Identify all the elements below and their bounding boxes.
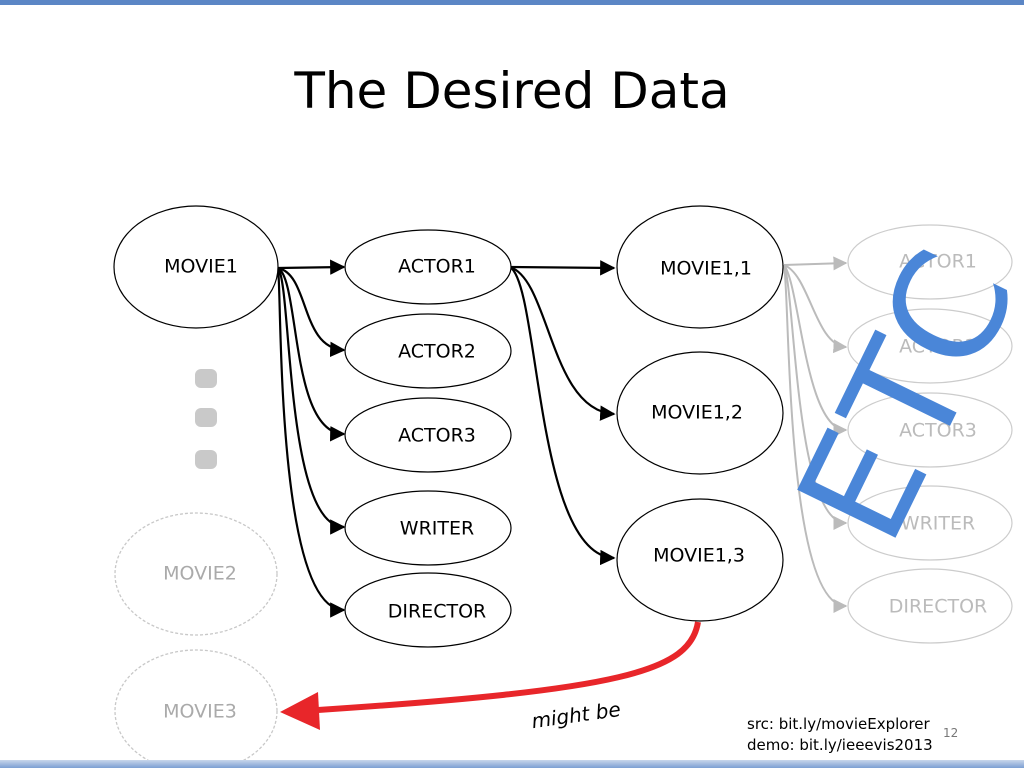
movie1-label: MOVIE1 bbox=[164, 256, 238, 278]
edge-actor1-to-movie1-3 bbox=[509, 266, 616, 566]
slide-number: 12 bbox=[943, 726, 959, 740]
movie1-edges bbox=[276, 259, 616, 618]
movie1-3-node bbox=[616, 498, 784, 622]
slide-title: The Desired Data bbox=[294, 62, 730, 120]
actor2-node bbox=[344, 313, 512, 389]
might-be-arrow bbox=[317, 621, 701, 713]
ellipsis-dot bbox=[195, 408, 217, 427]
movie2-node bbox=[114, 512, 278, 636]
faded-actor2-node bbox=[847, 308, 1013, 384]
faded-director-label: DIRECTOR bbox=[889, 596, 987, 618]
director-label: DIRECTOR bbox=[388, 601, 486, 623]
edge-movie1-to-actor1 bbox=[277, 259, 346, 275]
faded-actor3-node bbox=[847, 392, 1013, 468]
actor1-node bbox=[344, 229, 512, 305]
faded-writer-label: WRITER bbox=[901, 513, 975, 535]
actor2-label: ACTOR2 bbox=[398, 341, 476, 363]
might-be-arrowhead bbox=[280, 692, 320, 730]
movie1-2-node bbox=[616, 351, 784, 475]
edge-movie1-to-actor2 bbox=[277, 266, 346, 358]
edge-movie1-1-to-faded-writer bbox=[783, 264, 848, 530]
writer-label: WRITER bbox=[400, 518, 474, 540]
director-node bbox=[344, 572, 512, 648]
edge-actor1-to-movie1-2 bbox=[509, 265, 616, 421]
movie1-3-label: MOVIE1,3 bbox=[653, 545, 745, 567]
faded-writer-node bbox=[847, 485, 1013, 561]
actor1-label: ACTOR1 bbox=[398, 256, 476, 278]
source-link[interactable]: src: bit.ly/movieExplorer bbox=[747, 715, 930, 733]
faded-actor1-node bbox=[847, 224, 1013, 300]
movie3-node bbox=[114, 649, 278, 768]
edge-movie1-1-to-faded-director bbox=[783, 264, 848, 613]
edge-movie1-to-director bbox=[276, 267, 346, 618]
movie1-node bbox=[113, 205, 279, 329]
edge-movie1-1-to-faded-actor3 bbox=[783, 264, 848, 437]
ellipsis-dots bbox=[195, 369, 217, 469]
edge-movie1-1-to-faded-actor2 bbox=[783, 264, 848, 354]
movie2-label: MOVIE2 bbox=[163, 563, 237, 585]
edge-movie1-to-actor3 bbox=[277, 267, 346, 442]
movie1-2-label: MOVIE1,2 bbox=[651, 402, 743, 424]
movie1-1-node bbox=[616, 205, 784, 329]
ellipsis-dot bbox=[195, 369, 217, 388]
actor3-label: ACTOR3 bbox=[398, 425, 476, 447]
demo-link[interactable]: demo: bit.ly/ieeevis2013 bbox=[747, 736, 933, 754]
movie3-label: MOVIE3 bbox=[163, 701, 237, 723]
top-accent-bar bbox=[0, 0, 1024, 5]
faded-director-node bbox=[847, 568, 1013, 644]
bottom-accent-bar bbox=[0, 760, 1024, 768]
edge-movie1-1-to-faded-actor1 bbox=[783, 256, 848, 271]
faded-edges bbox=[783, 256, 848, 613]
ellipsis-dot bbox=[195, 450, 217, 469]
might-be-annotation: might be bbox=[530, 697, 622, 733]
faded-actor3-label: ACTOR3 bbox=[899, 420, 977, 442]
faded-actor1-label: ACTOR1 bbox=[899, 251, 977, 273]
writer-node bbox=[344, 490, 512, 566]
edge-movie1-to-writer bbox=[277, 267, 346, 535]
source-links: src: bit.ly/movieExplorer demo: bit.ly/i… bbox=[747, 714, 933, 756]
actor3-node bbox=[344, 397, 512, 473]
movie1-1-label: MOVIE1,1 bbox=[660, 258, 752, 280]
faded-actor2-label: ACTOR2 bbox=[899, 336, 977, 358]
edge-actor1-to-movie1-1 bbox=[509, 260, 616, 276]
